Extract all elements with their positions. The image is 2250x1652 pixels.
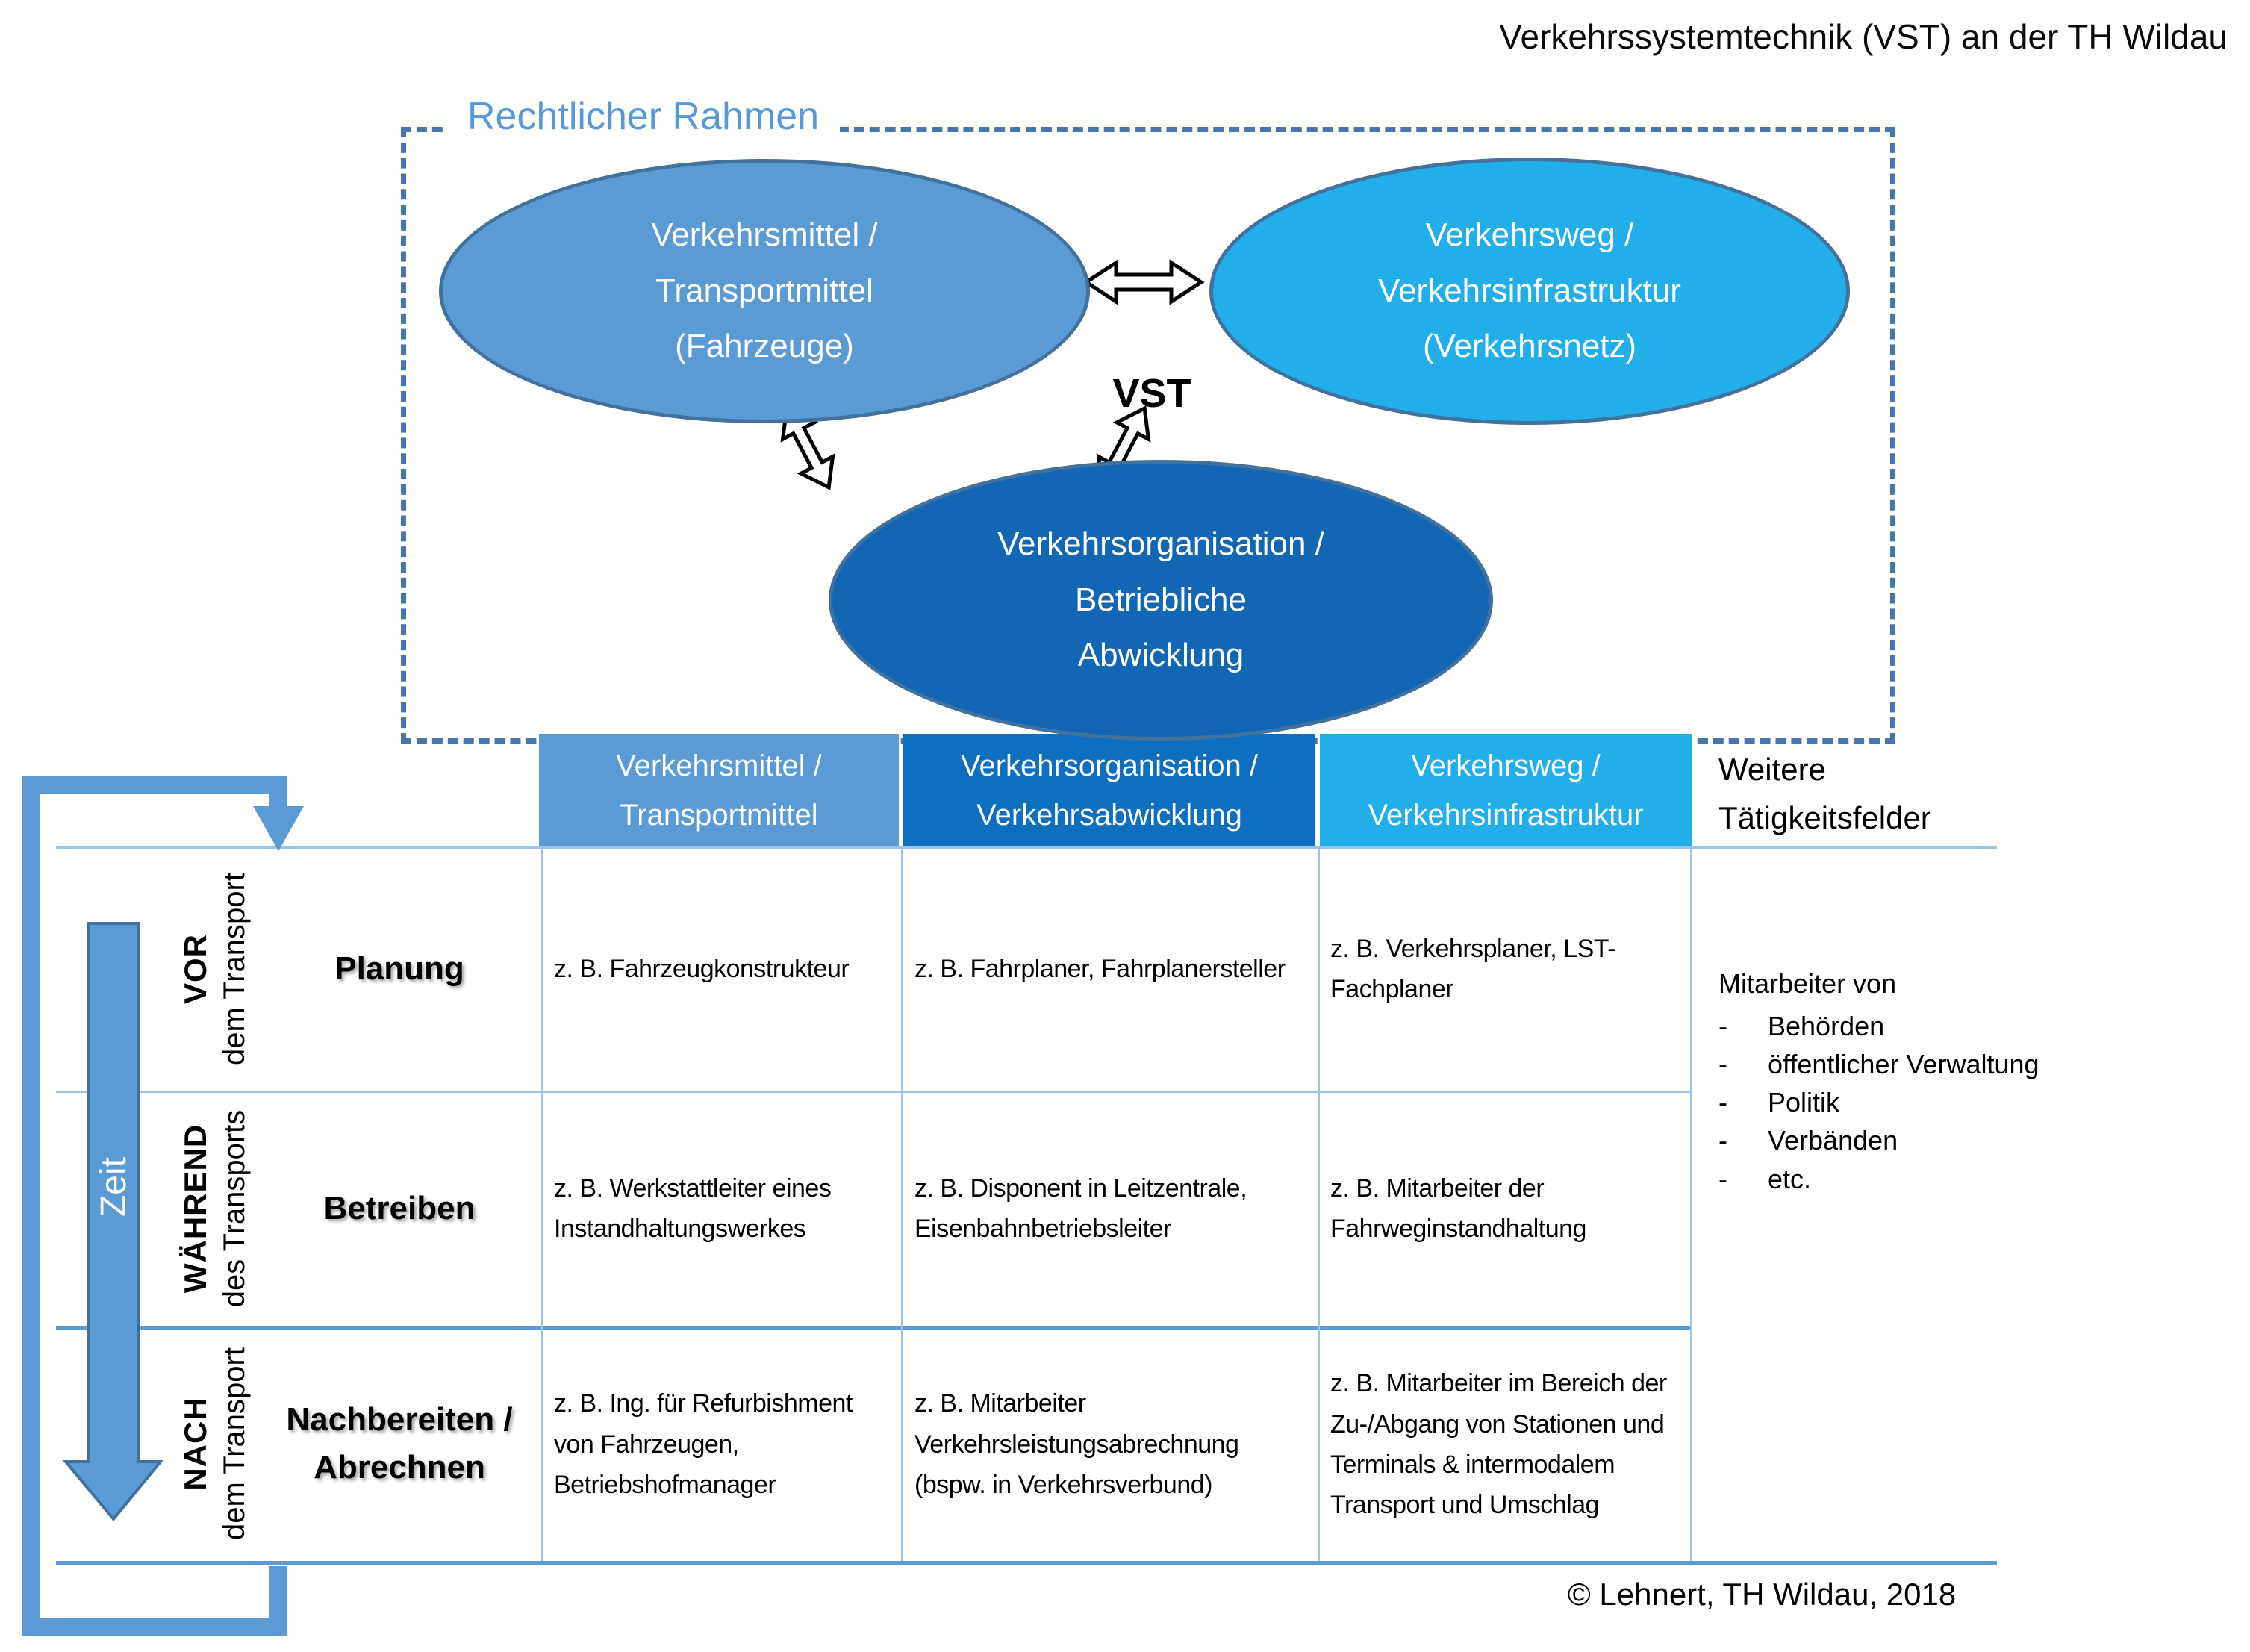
- ellipse-verkehrsmittel: Verkehrsmittel / Transportmittel (Fahrze…: [439, 159, 1090, 423]
- header-line: Verkehrsweg /: [1411, 749, 1601, 782]
- grid-line-header-bottom: [56, 846, 1997, 849]
- list-item: - öffentlicher Verwaltung: [1718, 1045, 2137, 1083]
- weitere-taetigkeitsfelder-cell: Mitarbeiter von - Behörden - öffentliche…: [1718, 964, 2137, 1198]
- header-line: Transportmittel: [620, 799, 818, 832]
- list-item-text: Politik: [1768, 1087, 1840, 1118]
- grid-line-row2-row3: [56, 1326, 1692, 1330]
- dash-bullet: -: [1718, 1049, 1727, 1080]
- column-header-weitere: Weitere Tätigkeitsfelder: [1718, 745, 1931, 842]
- list-item-text: Behörden: [1768, 1011, 1885, 1042]
- activity-line: Planung: [334, 950, 464, 988]
- header-line: Verkehrsinfrastruktur: [1368, 799, 1644, 832]
- phase-label-waehrend: WÄHREND: [178, 1123, 213, 1294]
- table-cell: z. B. Mitarbeiter Verkehrsleistungsabrec…: [914, 1389, 1239, 1500]
- ellipse-line: (Fahrzeuge): [675, 328, 854, 365]
- activity-label-nachbereiten: Nachbereiten / Abrechnen: [254, 1391, 545, 1496]
- table-cell: z. B. Disponent in Leitzentrale, Eisenba…: [914, 1173, 1247, 1243]
- list-item-text: Verbänden: [1768, 1125, 1898, 1156]
- column-header-verkehrsmittel: Verkehrsmittel / Transportmittel: [539, 734, 899, 847]
- ellipse-line: Transportmittel: [655, 272, 873, 309]
- weitere-intro: Mitarbeiter von: [1718, 968, 1897, 999]
- grid-line-table-bottom: [56, 1561, 1997, 1565]
- list-item: - Behörden: [1718, 1007, 2137, 1045]
- column-header-verkehrsweg: Verkehrsweg / Verkehrsinfrastruktur: [1320, 734, 1692, 847]
- list-item: - Verbänden: [1718, 1121, 2137, 1159]
- table-cell: z. B. Mitarbeiter im Bereich der Zu-/Abg…: [1330, 1369, 1667, 1520]
- header-line: Verkehrsabwicklung: [976, 799, 1242, 832]
- ellipse-line: Betriebliche: [1075, 581, 1247, 618]
- weitere-list: - Behörden - öffentlicher Verwaltung - P…: [1718, 1007, 2137, 1198]
- grid-line-vertical-1: [541, 847, 543, 1561]
- activity-line: Betreiben: [323, 1190, 476, 1227]
- vst-label: VST: [1112, 371, 1191, 416]
- zeit-label: Zeit: [94, 1157, 134, 1218]
- list-item-text: öffentlicher Verwaltung: [1768, 1049, 2039, 1080]
- activity-line: Nachbereiten /: [286, 1401, 513, 1439]
- table-cell: z. B. Fahrzeugkonstrukteur: [554, 954, 850, 983]
- list-item: - Politik: [1718, 1083, 2137, 1121]
- header-line: Tätigkeitsfelder: [1718, 800, 1931, 836]
- phase-label-vor: VOR: [178, 934, 213, 1005]
- phase-sublabel-nach: dem Transport: [218, 1347, 251, 1540]
- header-line: Verkehrsorganisation /: [960, 749, 1258, 782]
- legal-frame-label: Rechtlicher Rahmen: [446, 94, 841, 139]
- activity-label-betreiben: Betreiben: [254, 1156, 545, 1261]
- dash-bullet: -: [1718, 1125, 1727, 1156]
- dash-bullet: -: [1718, 1163, 1727, 1194]
- list-item-text: etc.: [1768, 1163, 1812, 1194]
- activity-label-planung: Planung: [254, 917, 545, 1021]
- table-cell: z. B. Fahrplaner, Fahrplanersteller: [914, 954, 1286, 983]
- ellipse-line: Verkehrsweg /: [1425, 216, 1634, 253]
- header-line: Weitere: [1718, 752, 1826, 787]
- ellipse-verkehrsweg: Verkehrsweg / Verkehrsinfrastruktur (Ver…: [1209, 158, 1850, 425]
- table-cell: z. B. Werkstattleiter eines Instandhaltu…: [554, 1173, 832, 1243]
- page-title: Verkehrssystemtechnik (VST) an der TH Wi…: [1499, 17, 2228, 56]
- ellipse-line: Verkehrsinfrastruktur: [1378, 272, 1681, 309]
- ellipse-verkehrsorganisation: Verkehrsorganisation / Betriebliche Abwi…: [829, 460, 1493, 741]
- copyright-note: © Lehnert, TH Wildau, 2018: [1567, 1577, 1957, 1612]
- grid-line-vertical-2: [901, 847, 903, 1561]
- dash-bullet: -: [1718, 1011, 1727, 1042]
- grid-line-vertical-3: [1318, 847, 1320, 1561]
- activity-line: Abrechnen: [314, 1449, 485, 1486]
- phase-label-nach: NACH: [178, 1397, 213, 1491]
- grid-line-row1-row2: [56, 1091, 1692, 1093]
- table-cell: z. B. Mitarbeiter der Fahrweginstandhalt…: [1330, 1173, 1586, 1243]
- header-line: Verkehrsmittel /: [616, 749, 822, 782]
- table-cell: z. B. Verkehrsplaner, LST-Fachplaner: [1330, 934, 1615, 1003]
- table-cell: z. B. Ing. für Refurbishment von Fahrzeu…: [554, 1389, 853, 1500]
- time-loop-arrowhead-icon: [253, 806, 304, 851]
- list-item: - etc.: [1718, 1160, 2137, 1198]
- ellipse-line: Verkehrsmittel /: [651, 216, 878, 253]
- ellipse-line: (Verkehrsnetz): [1422, 328, 1637, 365]
- grid-line-vertical-4: [1690, 847, 1692, 1561]
- ellipse-line: Verkehrsorganisation /: [997, 525, 1324, 562]
- column-header-verkehrsorganisation: Verkehrsorganisation / Verkehrsabwicklun…: [903, 734, 1315, 847]
- ellipse-line: Abwicklung: [1077, 637, 1244, 674]
- dash-bullet: -: [1718, 1087, 1727, 1118]
